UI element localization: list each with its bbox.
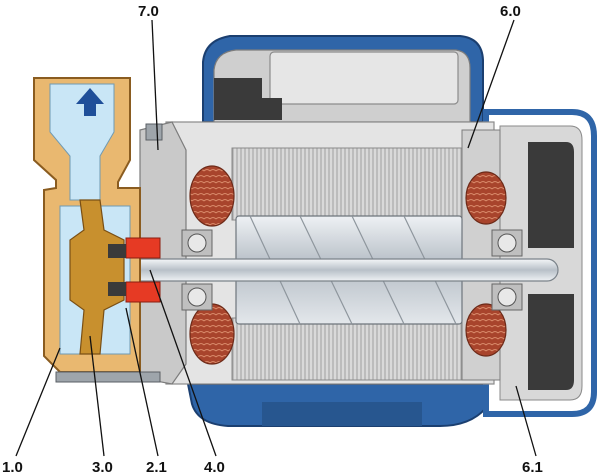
bearings bbox=[181, 229, 523, 311]
leader-3-0 bbox=[89, 335, 105, 457]
stator-core bbox=[231, 147, 463, 221]
arrow-up-icon bbox=[76, 88, 104, 116]
cooling-fan bbox=[528, 142, 574, 248]
callout-2-1: 2.1 bbox=[146, 459, 167, 476]
leader-2-1 bbox=[125, 307, 159, 457]
stator-windings bbox=[189, 165, 507, 365]
callout-3-0: 3.0 bbox=[92, 459, 113, 476]
callout-7-0: 7.0 bbox=[138, 3, 159, 20]
callout-labels: 7.0 6.0 1.0 3.0 2.1 4.0 6.1 bbox=[2, 3, 543, 476]
leader-4-0 bbox=[149, 269, 217, 457]
terminal-block bbox=[214, 78, 282, 120]
callout-6-1: 6.1 bbox=[522, 459, 543, 476]
leader-lines bbox=[15, 19, 537, 457]
pump-body bbox=[33, 77, 163, 383]
leader-1-0 bbox=[15, 347, 61, 457]
callout-6-0: 6.0 bbox=[500, 3, 521, 20]
callout-4-0: 4.0 bbox=[204, 459, 225, 476]
callout-1-0: 1.0 bbox=[2, 459, 23, 476]
mechanical-seal bbox=[108, 237, 161, 303]
tie-bolt bbox=[55, 371, 161, 383]
impeller bbox=[69, 199, 125, 355]
motor-shaft bbox=[69, 258, 559, 282]
leader-7-0 bbox=[151, 19, 159, 151]
leader-6-0 bbox=[467, 19, 515, 149]
leader-6-1 bbox=[515, 385, 537, 457]
